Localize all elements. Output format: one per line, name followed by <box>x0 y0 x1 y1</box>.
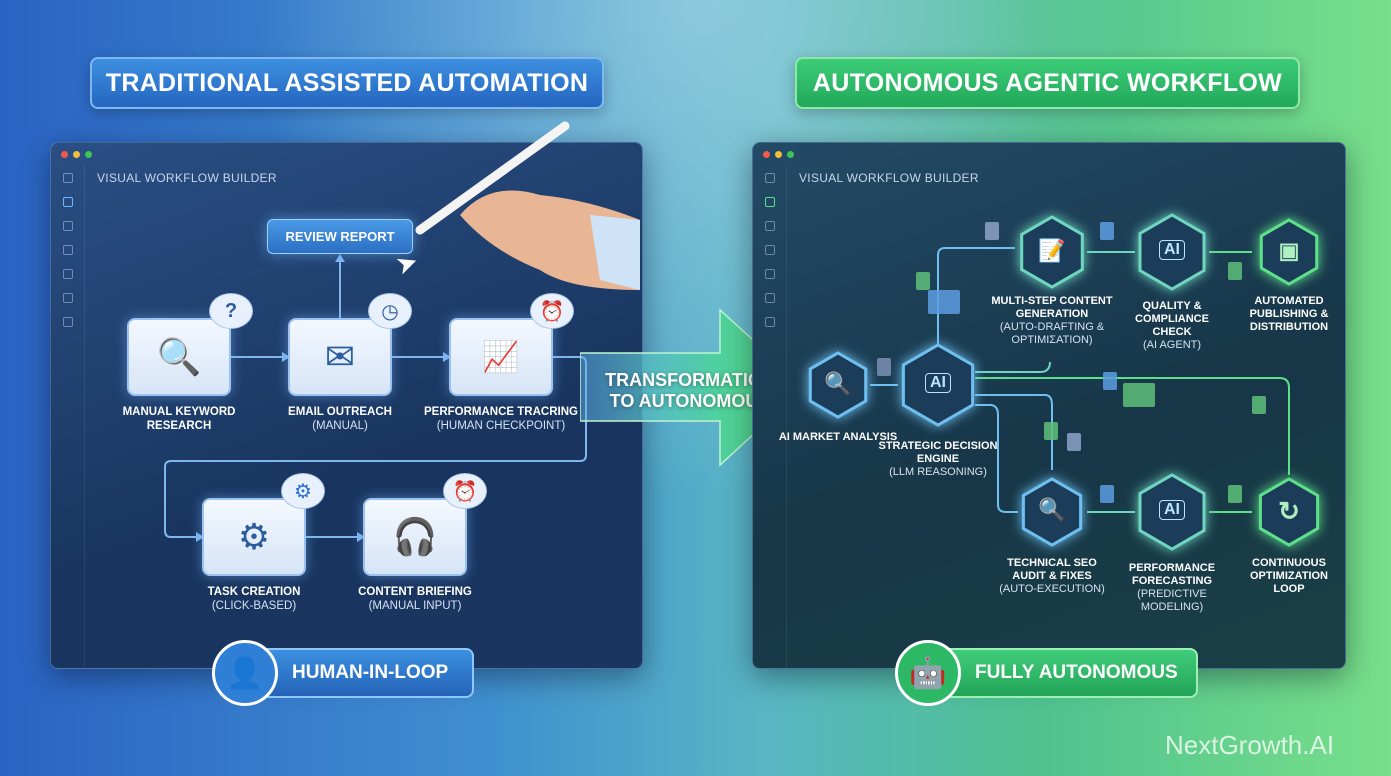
node-performance-tracking[interactable]: 📈 <box>449 318 553 396</box>
folder-icon[interactable] <box>62 221 73 231</box>
node-label: AI MARKET ANALYSIS <box>778 431 898 443</box>
refresh-icon[interactable] <box>62 293 73 303</box>
left-title: TRADITIONAL ASSISTED AUTOMATION <box>90 57 604 109</box>
window-controls[interactable] <box>61 151 92 158</box>
flow-icon[interactable] <box>764 245 775 255</box>
layers-icon[interactable] <box>764 269 775 279</box>
node-label: TASK CREATION(CLICK-BASED) <box>207 586 301 612</box>
node-email-outreach[interactable]: ✉ <box>288 318 392 396</box>
hex-node-0[interactable] <box>808 351 868 419</box>
hex-node-2[interactable] <box>1020 215 1084 289</box>
analytics-magnifier-icon: 🔍 <box>824 371 852 396</box>
document-icon <box>1100 222 1114 240</box>
badge-label: HUMAN-IN-LOOP <box>292 662 449 683</box>
menu-icon[interactable] <box>764 173 775 183</box>
clock-icon: ◷ <box>368 293 412 329</box>
document-icon <box>877 358 891 376</box>
code-magnifier-icon: 🔍 <box>1038 497 1066 522</box>
right-title: AUTONOMOUS AGENTIC WORKFLOW <box>795 57 1300 109</box>
hex-node-1[interactable] <box>901 343 975 427</box>
magnifier-document-icon: 🔍 <box>156 336 202 377</box>
document-icon <box>1228 262 1242 280</box>
home-icon[interactable] <box>764 197 775 207</box>
ai-brain-icon: AI <box>1159 500 1185 520</box>
document-icons <box>877 222 1266 503</box>
document-icon <box>928 290 960 314</box>
node-content-briefing[interactable]: 🎧 <box>363 498 467 576</box>
headset-person-icon: 🎧 <box>392 516 438 557</box>
node-label: EMAIL OUTREACH(MANUAL) <box>288 406 392 432</box>
document-icon <box>1100 485 1114 503</box>
review-report-button[interactable]: REVIEW REPORT <box>267 219 413 254</box>
question-icon: ? <box>209 293 253 329</box>
hex-node-3[interactable] <box>1138 213 1206 291</box>
browser-cursor-icon: ▣ <box>1278 238 1300 263</box>
envelope-icon: ✉ <box>324 336 356 377</box>
refresh-icon: ↻ <box>1278 496 1300 526</box>
node-label: TECHNICAL SEO AUDIT & FIXES(AUTO-EXECUTI… <box>999 557 1105 595</box>
document-pen-icon: 📝 <box>1038 238 1066 263</box>
bar-chart-icon: 📈 <box>482 340 520 374</box>
watermark: NextGrowth.AI <box>1165 730 1335 760</box>
alarm-clock-icon: ⏰ <box>443 473 487 509</box>
transformation-label: TRANSFORMATION TO AUTONOMOUS <box>605 370 775 411</box>
gear-icon: ⚙ <box>237 516 271 557</box>
document-icon <box>1228 485 1242 503</box>
sidebar <box>753 165 787 668</box>
node-label: QUALITY & COMPLIANCE CHECK(AI AGENT) <box>1135 300 1209 351</box>
node-label: CONTENT BRIEFING(MANUAL INPUT) <box>358 586 472 612</box>
node-label: CONTINUOUS OPTIMIZATION LOOP <box>1249 557 1328 595</box>
home-icon[interactable] <box>62 197 73 207</box>
window-controls[interactable] <box>763 151 794 158</box>
user-cycle-icon: 👤 <box>212 640 278 706</box>
hand-with-stylus-icon <box>400 120 640 290</box>
refresh-icon[interactable] <box>764 293 775 303</box>
settings-icon[interactable] <box>62 317 73 327</box>
document-icon <box>1044 422 1058 440</box>
ai-brain-icon: AI <box>1159 240 1185 260</box>
robot-gear-icon: 🤖 <box>895 640 961 706</box>
hex-node-5[interactable] <box>1021 477 1083 547</box>
document-icon <box>1103 372 1117 390</box>
hex-node-4[interactable] <box>1259 218 1319 286</box>
node-label: MULTI-STEP CONTENT GENERATION(AUTO-DRAFT… <box>991 295 1113 346</box>
document-icon <box>985 222 999 240</box>
layers-icon[interactable] <box>62 269 73 279</box>
flow-icon[interactable] <box>62 245 73 255</box>
badge-label: FULLY AUTONOMOUS <box>975 662 1178 683</box>
ai-brain-icon: AI <box>925 373 951 393</box>
node-label: MANUAL KEYWORD RESEARCH <box>122 406 236 432</box>
gear-icon: ⚙ <box>281 473 325 509</box>
node-label: PERFORMANCE FORECASTING(PREDICTIVE MODEL… <box>1128 562 1216 613</box>
menu-icon[interactable] <box>62 173 73 183</box>
settings-icon[interactable] <box>764 317 775 327</box>
folder-icon[interactable] <box>764 221 775 231</box>
node-label: AUTOMATED PUBLISHING & DISTRIBUTION <box>1249 295 1329 333</box>
node-label: PERFORMANCE TRACRING(HUMAN CHECKPOINT) <box>424 406 578 432</box>
alarm-clock-icon: ⏰ <box>530 293 574 329</box>
document-icon <box>1067 433 1081 451</box>
hex-node-7[interactable] <box>1258 477 1320 547</box>
hex-node-6[interactable] <box>1138 473 1206 551</box>
sidebar <box>51 165 85 668</box>
node-label: STRATEGIC DECISION ENGINE(LLM REASONING) <box>878 440 998 478</box>
document-icon <box>916 272 930 290</box>
document-icon <box>1252 396 1266 414</box>
panel-title: VISUAL WORKFLOW BUILDER <box>799 171 979 185</box>
node-task-creation[interactable]: ⚙ <box>202 498 306 576</box>
panel-title: VISUAL WORKFLOW BUILDER <box>97 171 277 185</box>
fully-autonomous-badge: 🤖 FULLY AUTONOMOUS <box>895 640 1198 706</box>
document-icon <box>1123 383 1155 407</box>
node-manual-keyword-research[interactable]: 🔍 <box>127 318 231 396</box>
human-in-loop-badge: 👤 HUMAN-IN-LOOP <box>212 640 474 706</box>
